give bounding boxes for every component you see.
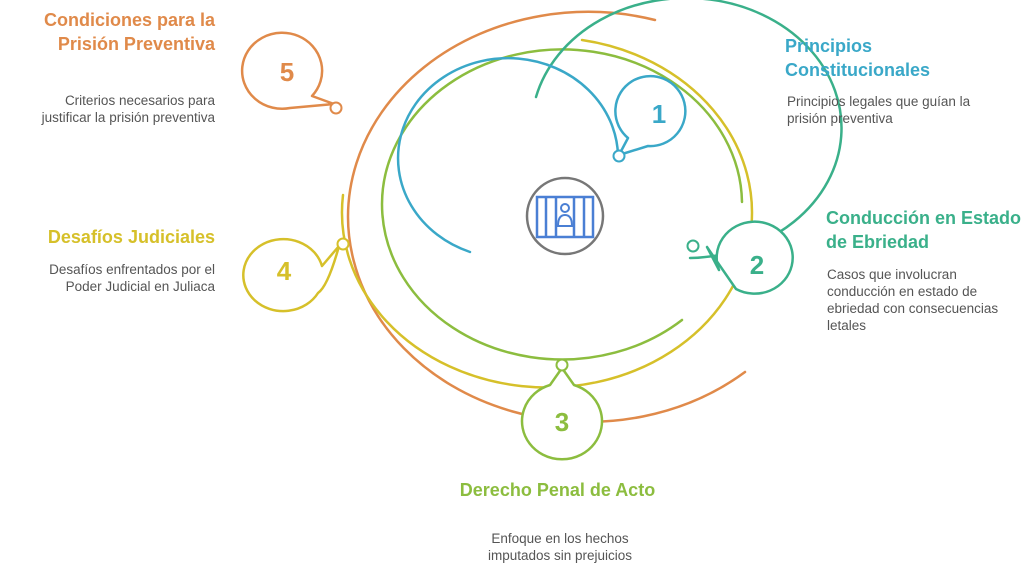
orbit-ring-4	[340, 38, 754, 389]
item-3-description: Enfoque en los hechos imputados sin prej…	[487, 531, 633, 563]
item-2-title: Conducción en Estado de Ebriedad	[826, 208, 1022, 252]
marker-5: 5	[240, 31, 343, 115]
item-4-title: Desafíos Judiciales	[47, 227, 215, 247]
item-5-description: Criterios necesarios para justificar la …	[41, 93, 215, 125]
item-2-description: Casos que involucran conducción en estad…	[827, 267, 999, 333]
orbit-ring-2	[534, 0, 843, 260]
prison-bars-icon	[525, 176, 605, 256]
item-4-description: Desafíos enfrentados por el Poder Judici…	[49, 262, 215, 294]
item-1-title: Principios Constitucionales	[785, 36, 931, 80]
marker-4: 4	[242, 237, 350, 313]
item-5-title: Condiciones para la Prisión Preventiva	[43, 10, 215, 54]
marker-number-3: 3	[555, 407, 569, 437]
marker-number-2: 2	[750, 250, 764, 280]
marker-number-5: 5	[280, 57, 294, 87]
marker-2: 2	[686, 220, 794, 295]
item-1-description: Principios legales que guían la prisión …	[787, 94, 971, 126]
marker-number-4: 4	[277, 256, 292, 286]
orbit-ring-1	[396, 56, 620, 254]
marker-3: 3	[520, 358, 604, 461]
marker-number-1: 1	[652, 99, 666, 129]
marker-1: 1	[612, 74, 687, 163]
orbit-ring-3	[380, 48, 744, 361]
item-3-title: Derecho Penal de Acto	[459, 480, 656, 500]
